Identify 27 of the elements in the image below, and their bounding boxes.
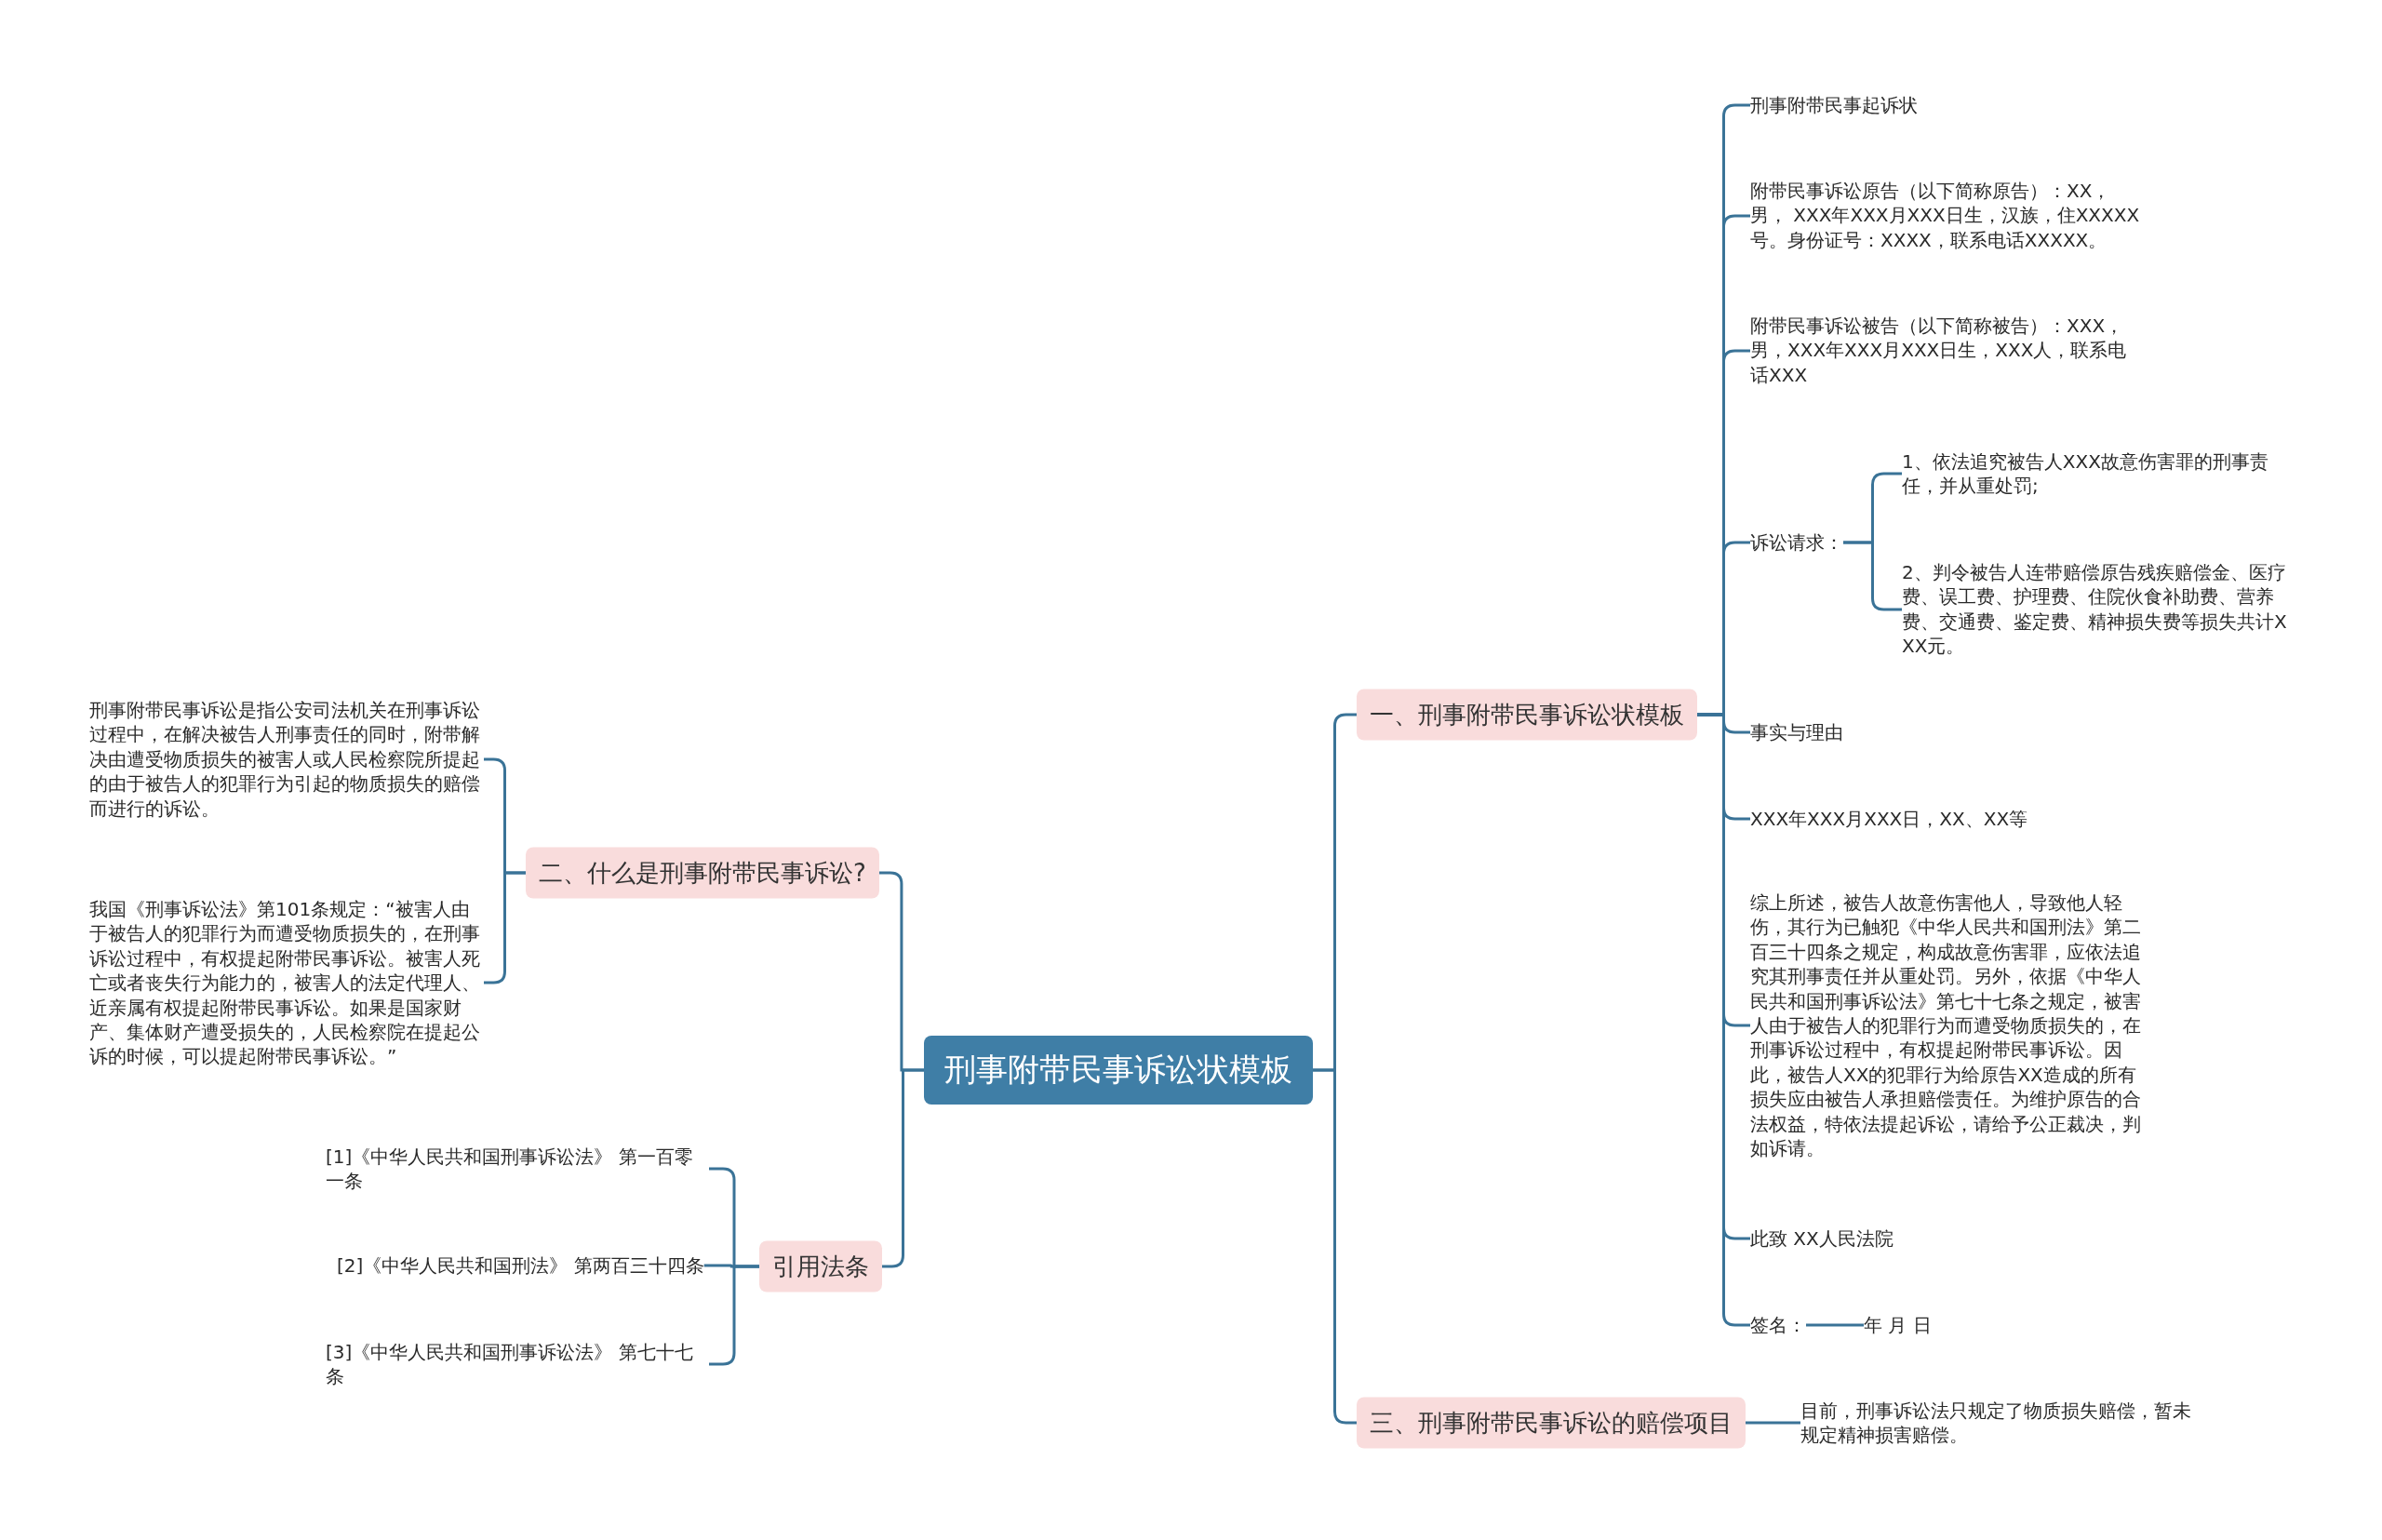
- connector-line: [1746, 1421, 1800, 1425]
- root-topic-box: 刑事附带民事诉讼状模板: [924, 1036, 1313, 1105]
- connector-line: [1806, 1323, 1864, 1327]
- topic-text: 2、判令被告人连带赔偿原告残疾赔偿金、医疗费、误工费、护理费、住院伙食补助费、营养费、交通费、鉴定费、精神损失费等损失共计XXX元。: [1902, 560, 2296, 659]
- topic-text: [3]《中华人民共和国刑事诉讼法》 第七十七条: [326, 1339, 709, 1389]
- topic-text: [1]《中华人民共和国刑事诉讼法》 第一百零一条: [326, 1144, 709, 1194]
- connector-line: [1313, 1068, 1357, 1425]
- branch-topic-box: 引用法条: [759, 1240, 882, 1292]
- topic-text: 我国《刑事诉讼法》第101条规定：“被害人由于被告人的犯罪行为而遭受物质损失的，在刑事诉讼过程中，有权提起附带民事诉讼。被害人死亡或者丧失行为能力的，被害人的法定代理人、近亲属有权提起附带民事诉讼。如果是国家财产、集体财产遭受损失的，人民检察院在提起公诉的时候，可以提起附带民事诉讼。”: [89, 896, 484, 1069]
- topic-text: 附带民事诉讼原告（以下简称原告）：XX，男， XXX年XXX月XXX日生，汉族，住XXXXX号。身份证号：XXXX，联系电话XXXXX。: [1750, 179, 2145, 253]
- topic-text: [2]《中华人民共和国刑法》 第两百三十四条: [337, 1252, 704, 1279]
- topic-text: 目前，刑事诉讼法只规定了物质损失赔偿，暂未规定精神损害赔偿。: [1800, 1398, 2195, 1448]
- branch-topic-box: 三、刑事附带民事诉讼的赔偿项目: [1357, 1397, 1746, 1449]
- topic-text: 事实与理由: [1750, 719, 1843, 745]
- topic-text: 刑事附带民事诉讼是指公安司法机关在刑事诉讼过程中，在解决被告人刑事责任的同时，附带解决由遭受物质损失的被害人或人民检察院所提起的由于被告人的犯罪行为引起的物质损失的赔偿而进行的诉讼。: [89, 698, 484, 821]
- topic-text: 签名：: [1750, 1312, 1806, 1338]
- branch-topic-box: 二、什么是刑事附带民事诉讼?: [526, 847, 879, 899]
- topic-text: XXX年XXX月XXX日，XX、XX等: [1750, 806, 2028, 832]
- topic-text: 诉讼请求：: [1750, 529, 1843, 556]
- topic-text: 年 月 日: [1864, 1312, 1932, 1338]
- topic-text: 1、依法追究被告人XXX故意伤害罪的刑事责任，并从重处罚;: [1902, 449, 2296, 499]
- topic-text: 刑事附带民事起诉状: [1750, 92, 1918, 118]
- branch-topic-box: 一、刑事附带民事诉讼状模板: [1357, 689, 1697, 741]
- connector-line: [882, 1068, 924, 1268]
- topic-text: 综上所述，被告人故意伤害他人，导致他人轻伤，其行为已触犯《中华人民共和国刑法》第二百三十四条之规定，构成故意伤害罪，应依法追究其刑事责任并从重处罚。另外，依据《中华人民共和国刑事诉讼法》第七十七条之规定，被害人由于被告人的犯罪行为而遭受物质损失的，在刑事诉讼过程中，有权提起附带民事诉讼。因此，被告人XX的犯罪行为给原告XX造成的所有损失应由被告人承担赔偿责任。为维护原告的合法权益，特依法提起诉讼，请给予公正裁决，判如诉请。: [1750, 890, 2145, 1161]
- topic-text: 此致 XX人民法院: [1750, 1225, 1894, 1252]
- topic-text: 附带民事诉讼被告（以下简称被告）：XXX，男，XXX年XXX月XXX日生，XXX人，联系电话XXX: [1750, 314, 2145, 388]
